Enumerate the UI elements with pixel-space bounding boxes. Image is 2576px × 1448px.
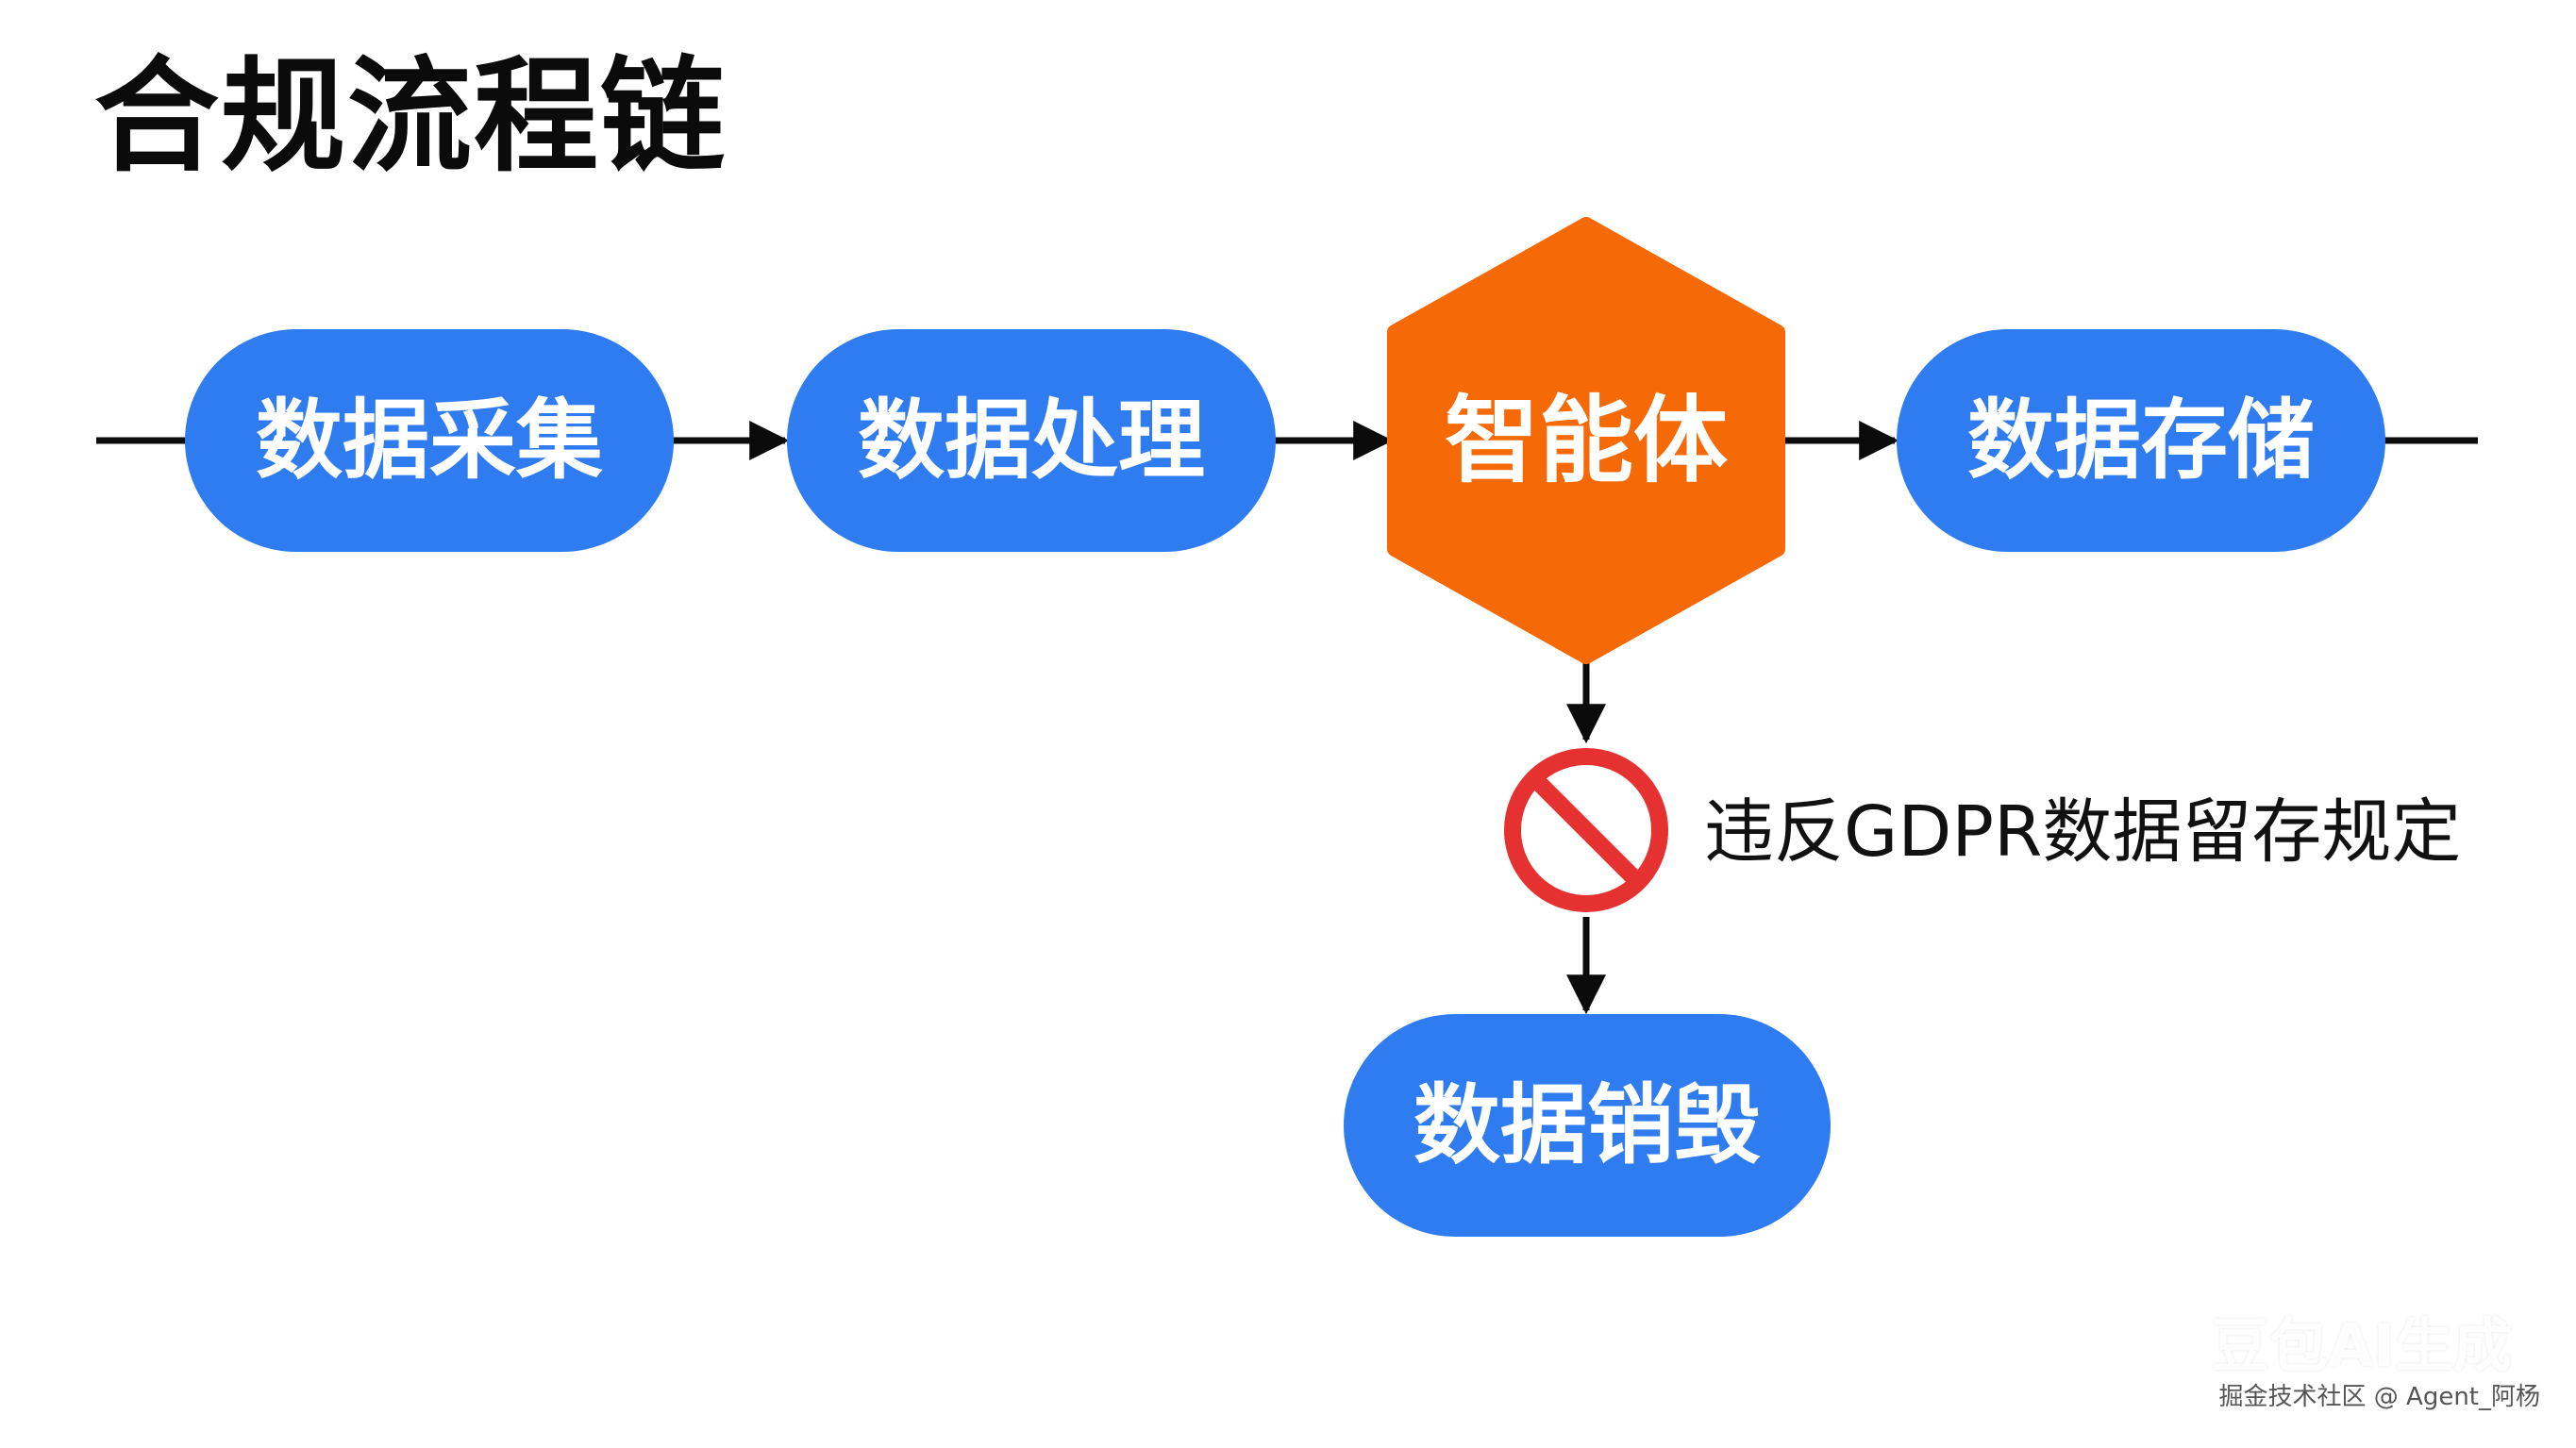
page-title: 合规流程链 (94, 44, 727, 190)
watermark-brand: 豆包AI生成 (2210, 1311, 2512, 1380)
node-data-processing-label: 数据处理 (858, 391, 1205, 491)
violation-label: 违反GDPR数据留存规定 (1704, 791, 2461, 873)
node-data-collection-label: 数据采集 (256, 391, 603, 491)
node-data-storage-label: 数据存储 (1967, 391, 2315, 491)
node-data-storage: 数据存储 (1897, 329, 2385, 552)
node-data-destruction-label: 数据销毁 (1413, 1075, 1761, 1176)
node-data-storage-shape (1897, 329, 2385, 552)
node-data-destruction-shape (1344, 1014, 1831, 1237)
node-agent-hexagon (1387, 217, 1785, 664)
prohibited-icon (1504, 748, 1668, 912)
node-data-collection: 数据采集 (185, 329, 674, 552)
node-data-processing: 数据处理 (787, 329, 1276, 552)
node-data-collection-shape (185, 329, 674, 552)
node-agent: 智能体 (1387, 217, 1785, 664)
node-data-processing-shape (787, 329, 1276, 552)
watermark-credit: 掘金技术社区 @ Agent_阿杨 (2218, 1383, 2541, 1411)
node-agent-label: 智能体 (1445, 386, 1728, 496)
node-data-destruction: 数据销毁 (1344, 1014, 1831, 1237)
